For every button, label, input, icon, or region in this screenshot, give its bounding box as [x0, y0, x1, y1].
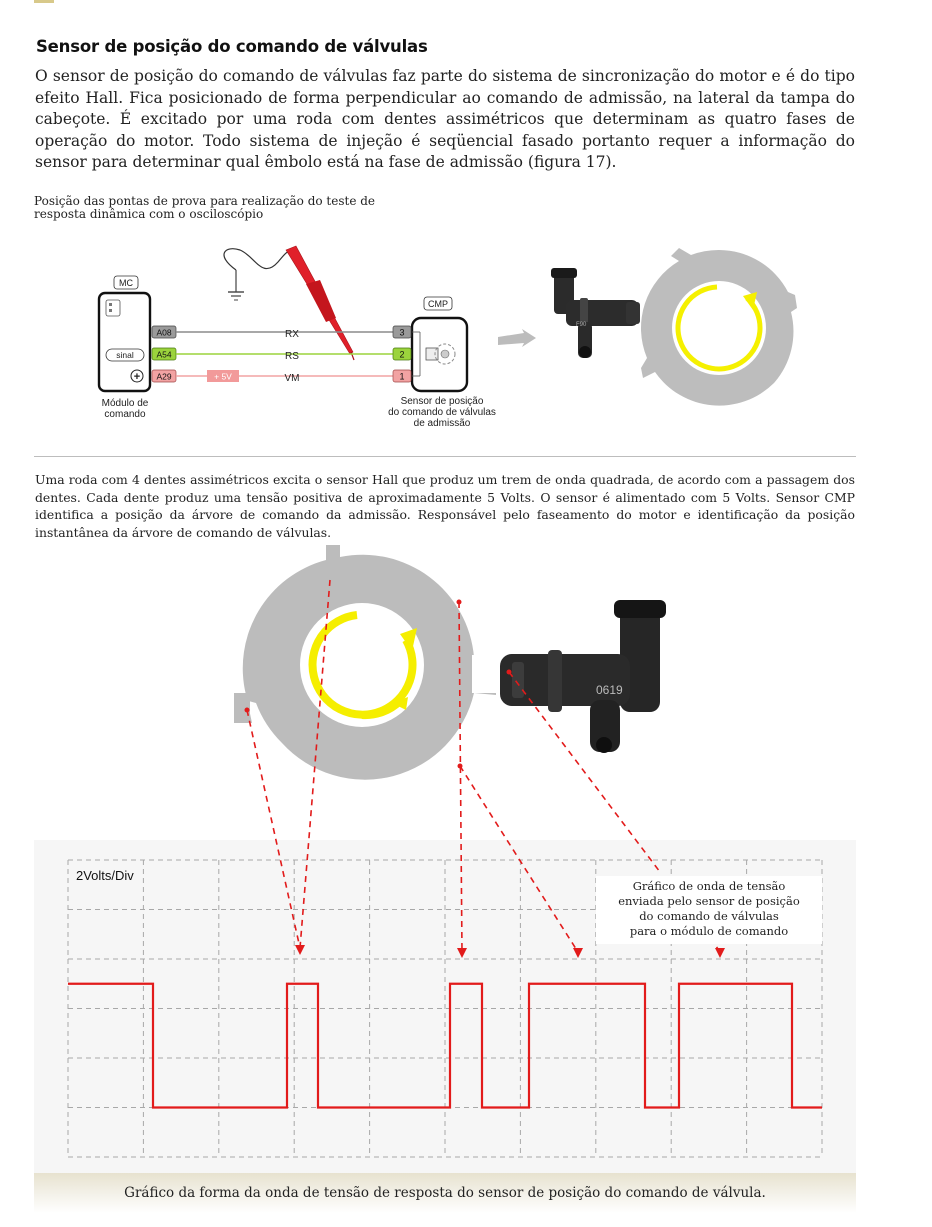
description-paragraph: Uma roda com 4 dentes assimétricos excit…: [35, 472, 855, 540]
reluctor-wheel-small-icon: [640, 248, 797, 406]
cmp-tag: CMP: [428, 299, 448, 309]
square-wave-signal: [68, 982, 822, 1109]
wire-label-vm: VM: [285, 373, 300, 384]
cmp-sensor: CMP 3 2 1 Sensor de posição do comando d…: [388, 296, 496, 429]
legend-box: [596, 876, 822, 944]
legend-line-3: do comando de válvulas: [639, 909, 779, 923]
svg-text:0619: 0619: [596, 683, 623, 697]
supply-tag-box: [207, 370, 239, 382]
figure-caption: Gráfico da forma da onda de tensão de re…: [124, 1185, 766, 1201]
mc-pin-a29: A29: [156, 372, 171, 382]
svg-text:F90: F90: [576, 322, 587, 328]
cmp-sensor-small-icon: F90: [551, 268, 640, 358]
mc-sinal-label: sinal: [116, 350, 134, 360]
wiring-diagram: MC sinal + A08 A54 A29 Módulo de comando…: [97, 245, 797, 429]
cmp-label-line1: Sensor de posição: [401, 396, 484, 407]
svg-text:+: +: [134, 371, 140, 383]
intro-paragraph: O sensor de posição do comando de válvul…: [35, 67, 855, 171]
probe-position-caption: Posição das pontas de prova para realiza…: [34, 194, 376, 221]
supply-tag: + 5V: [214, 372, 232, 382]
section-divider: [34, 456, 856, 457]
mc-tag: MC: [119, 278, 133, 288]
mc-label-line1: Módulo de: [102, 398, 149, 409]
pointer-arrowheads: [244, 599, 725, 958]
cmp-label-line3: de admissão: [414, 418, 471, 429]
scale-label: 2Volts/Div: [76, 868, 134, 883]
reluctor-wheel-icon: [234, 545, 496, 780]
probe-cable: [223, 248, 293, 271]
wire-label-rx: RX: [285, 329, 299, 340]
cmp-sensor-large-icon: 0619: [500, 600, 666, 753]
hall-sensor-icon: [425, 343, 456, 365]
section-title: Sensor de posição do comando de válvulas: [36, 37, 428, 56]
cmp-pin-1: 1: [399, 372, 404, 382]
plus-icon: [130, 369, 144, 383]
figure-caption-bar: [34, 1173, 856, 1213]
arrow-icon: [498, 329, 536, 347]
mc-tag-box: [113, 275, 139, 290]
legend-line-4: para o módulo de comando: [630, 924, 788, 938]
mc-pin-a08: A08: [156, 328, 171, 338]
wire-label-rs: RS: [285, 351, 299, 362]
cmp-pin-2: 2: [399, 350, 404, 360]
page-corner-mark: [34, 0, 54, 3]
mc-module: MC sinal + A08 A54 A29 Módulo de comando: [97, 275, 177, 420]
legend-line-1: Gráfico de onda de tensão: [633, 879, 786, 893]
mc-pin-a54: A54: [156, 350, 171, 360]
ground-icon: [228, 270, 244, 301]
cmp-pin-3: 3: [399, 328, 404, 338]
mc-label-line2: comando: [104, 409, 146, 420]
cmp-label-line2: do comando de válvulas: [388, 407, 496, 418]
legend-line-2: enviada pelo sensor de posição: [618, 894, 800, 908]
